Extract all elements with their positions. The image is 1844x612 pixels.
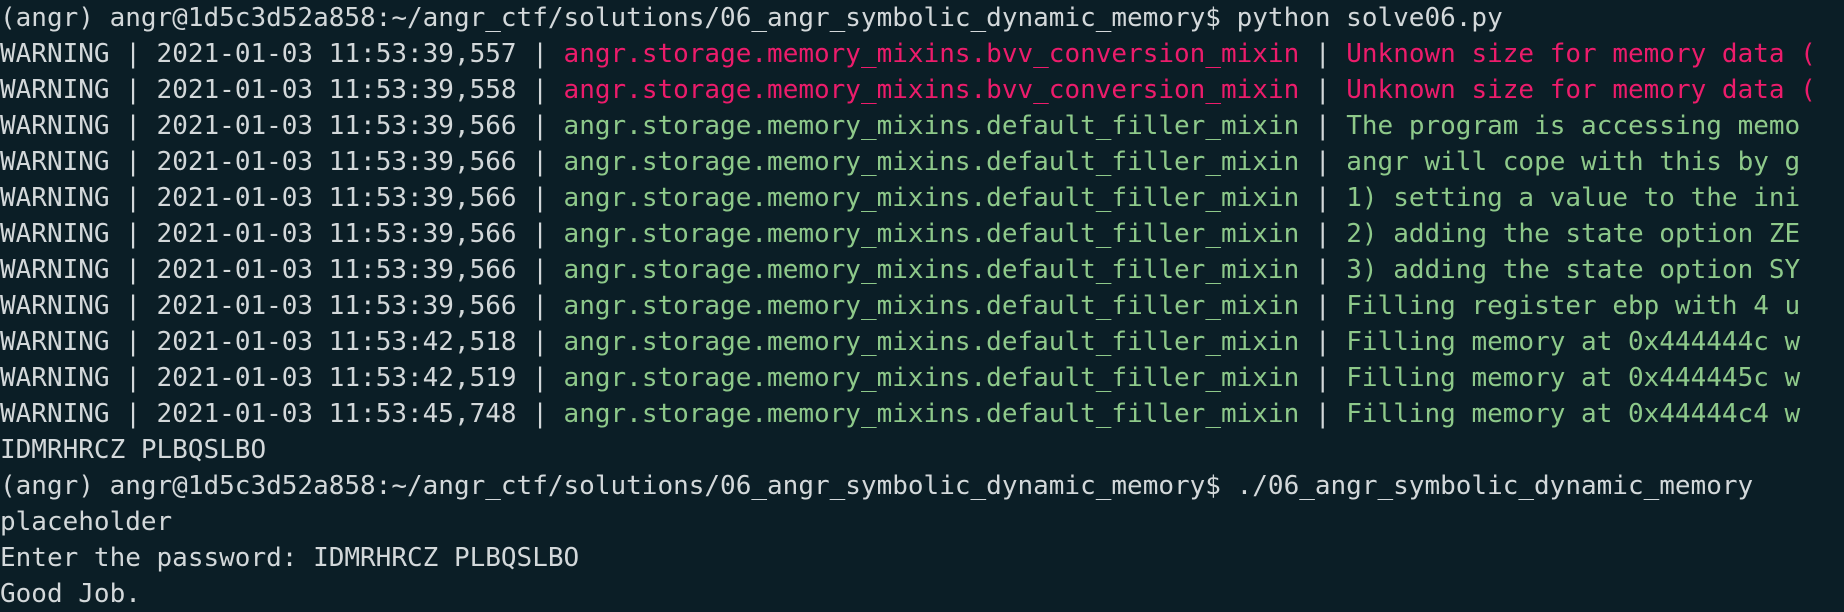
log-message: 1) setting a value to the ini [1346,183,1801,213]
log-line: WARNING | 2021-01-03 11:53:39,566 | angr… [0,219,1801,249]
log-line: WARNING | 2021-01-03 11:53:39,558 | angr… [0,75,1816,105]
log-module: angr.storage.memory_mixins.default_fille… [563,255,1300,285]
log-timestamp: 2021-01-03 11:53:42,518 [156,327,517,357]
log-level: WARNING [0,111,110,141]
log-timestamp: 2021-01-03 11:53:42,519 [156,363,517,393]
log-module: angr.storage.memory_mixins.default_fille… [563,147,1300,177]
log-line: WARNING | 2021-01-03 11:53:45,748 | angr… [0,399,1801,429]
log-message: Filling register ebp with 4 u [1346,291,1801,321]
log-timestamp: 2021-01-03 11:53:39,566 [156,291,517,321]
log-message: Filling memory at 0x44444c4 w [1346,399,1801,429]
log-message: Filling memory at 0x444444c w [1346,327,1801,357]
log-timestamp: 2021-01-03 11:53:39,557 [156,39,517,69]
log-module: angr.storage.memory_mixins.default_fille… [563,327,1300,357]
log-line: WARNING | 2021-01-03 11:53:39,566 | angr… [0,255,1801,285]
log-message: angr will cope with this by g [1346,147,1801,177]
log-message: The program is accessing memo [1346,111,1801,141]
log-level: WARNING [0,75,110,105]
log-timestamp: 2021-01-03 11:53:45,748 [156,399,517,429]
log-message: Unknown size for memory data ( [1346,39,1816,69]
log-level: WARNING [0,219,110,249]
solution-output-line: IDMRHRCZ PLBQSLBO [0,435,267,465]
log-level: WARNING [0,291,110,321]
log-level: WARNING [0,327,110,357]
result-line: Good Job. [0,579,141,609]
log-timestamp: 2021-01-03 11:53:39,566 [156,219,517,249]
log-level: WARNING [0,255,110,285]
log-level: WARNING [0,363,110,393]
log-module: angr.storage.memory_mixins.default_fille… [563,363,1300,393]
log-module: angr.storage.memory_mixins.default_fille… [563,399,1300,429]
log-module: angr.storage.memory_mixins.default_fille… [563,111,1300,141]
log-module: angr.storage.memory_mixins.default_fille… [563,219,1300,249]
log-module: angr.storage.memory_mixins.bvv_conversio… [563,39,1300,69]
log-timestamp: 2021-01-03 11:53:39,566 [156,147,517,177]
command-prompt-line: (angr) angr@1d5c3d52a858:~/angr_ctf/solu… [0,3,1503,33]
log-line: WARNING | 2021-01-03 11:53:39,566 | angr… [0,111,1801,141]
log-module: angr.storage.memory_mixins.bvv_conversio… [563,75,1300,105]
log-level: WARNING [0,183,110,213]
log-module: angr.storage.memory_mixins.default_fille… [563,183,1300,213]
program-input-line: placeholder [0,507,173,537]
command-prompt-line-2: (angr) angr@1d5c3d52a858:~/angr_ctf/solu… [0,471,1754,501]
log-line: WARNING | 2021-01-03 11:53:39,566 | angr… [0,291,1801,321]
log-level: WARNING [0,39,110,69]
log-timestamp: 2021-01-03 11:53:39,566 [156,111,517,141]
log-line: WARNING | 2021-01-03 11:53:42,518 | angr… [0,327,1801,357]
log-line: WARNING | 2021-01-03 11:53:39,566 | angr… [0,183,1801,213]
log-timestamp: 2021-01-03 11:53:39,558 [156,75,517,105]
log-timestamp: 2021-01-03 11:53:39,566 [156,183,517,213]
log-line: WARNING | 2021-01-03 11:53:39,557 | angr… [0,39,1816,69]
log-output: WARNING | 2021-01-03 11:53:39,557 | angr… [0,36,1844,432]
log-message: 3) adding the state option SY [1346,255,1801,285]
password-prompt-line: Enter the password: IDMRHRCZ PLBQSLBO [0,543,580,573]
log-message: Filling memory at 0x444445c w [1346,363,1801,393]
log-module: angr.storage.memory_mixins.default_fille… [563,291,1300,321]
log-line: WARNING | 2021-01-03 11:53:39,566 | angr… [0,147,1801,177]
log-message: Unknown size for memory data ( [1346,75,1816,105]
log-message: 2) adding the state option ZE [1346,219,1801,249]
log-level: WARNING [0,147,110,177]
log-level: WARNING [0,399,110,429]
log-timestamp: 2021-01-03 11:53:39,566 [156,255,517,285]
log-line: WARNING | 2021-01-03 11:53:42,519 | angr… [0,363,1801,393]
